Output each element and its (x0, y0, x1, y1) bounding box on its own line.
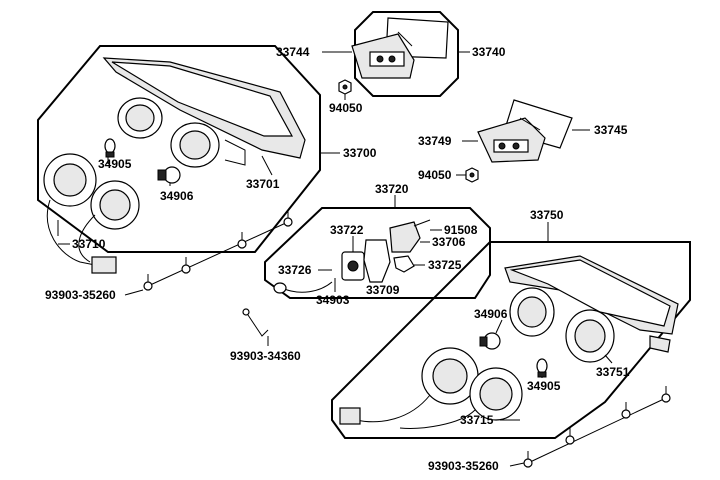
label-33726: 33726 (278, 263, 312, 277)
label-33725: 33725 (428, 258, 462, 272)
label-33710: 33710 (72, 237, 106, 251)
bolt-94050-top (338, 79, 352, 95)
screw-93903-34360 (242, 308, 269, 337)
label-33706: 33706 (432, 235, 466, 249)
label-33700: 33700 (343, 146, 377, 160)
socket-harness-33715 (339, 347, 523, 429)
license-lamp-assy-33720 (273, 219, 431, 294)
screws-93903-upper (143, 210, 293, 291)
leader-lines (57, 51, 613, 467)
license-lamp-33745 (477, 99, 573, 163)
group-outline-33700 (37, 45, 321, 253)
label-33740: 33740 (472, 45, 506, 59)
label-94050-top: 94050 (329, 101, 363, 115)
label-33722: 33722 (330, 223, 364, 237)
label-93903-35260-lower: 93903-35260 (428, 459, 499, 473)
group-outline-33750 (331, 241, 691, 439)
label-33720: 33720 (375, 182, 409, 196)
label-34903: 34903 (316, 293, 350, 307)
license-lamp-33740 (351, 17, 449, 79)
bolt-94050-mid (465, 167, 479, 183)
label-33750: 33750 (530, 208, 564, 222)
tail-lamp-housing-33700 (102, 57, 306, 168)
label-91508: 91508 (444, 223, 478, 237)
label-33749: 33749 (418, 134, 452, 148)
bulb-34906-upper (157, 166, 181, 184)
label-33744: 33744 (276, 45, 310, 59)
label-93903-35260-upper: 93903-35260 (45, 288, 116, 302)
label-94050-mid: 94050 (418, 168, 452, 182)
label-34905-upper: 34905 (98, 157, 132, 171)
bulb-34906-lower (479, 332, 501, 350)
label-33715: 33715 (460, 413, 494, 427)
label-33701: 33701 (246, 177, 280, 191)
bulb-34905-lower (536, 358, 548, 378)
label-33751: 33751 (596, 365, 630, 379)
socket-harness-33710 (43, 153, 140, 274)
label-33745: 33745 (594, 123, 628, 137)
tail-lamp-housing-33750 (504, 255, 679, 363)
label-33709: 33709 (366, 283, 400, 297)
label-34905-lower: 34905 (527, 379, 561, 393)
label-34906-lower: 34906 (474, 307, 508, 321)
label-34906-upper: 34906 (160, 189, 194, 203)
screws-93903-lower (523, 386, 671, 468)
label-93903-34360: 93903-34360 (230, 349, 301, 363)
group-outline-33720 (264, 207, 491, 299)
bulb-34905-upper (104, 138, 116, 158)
